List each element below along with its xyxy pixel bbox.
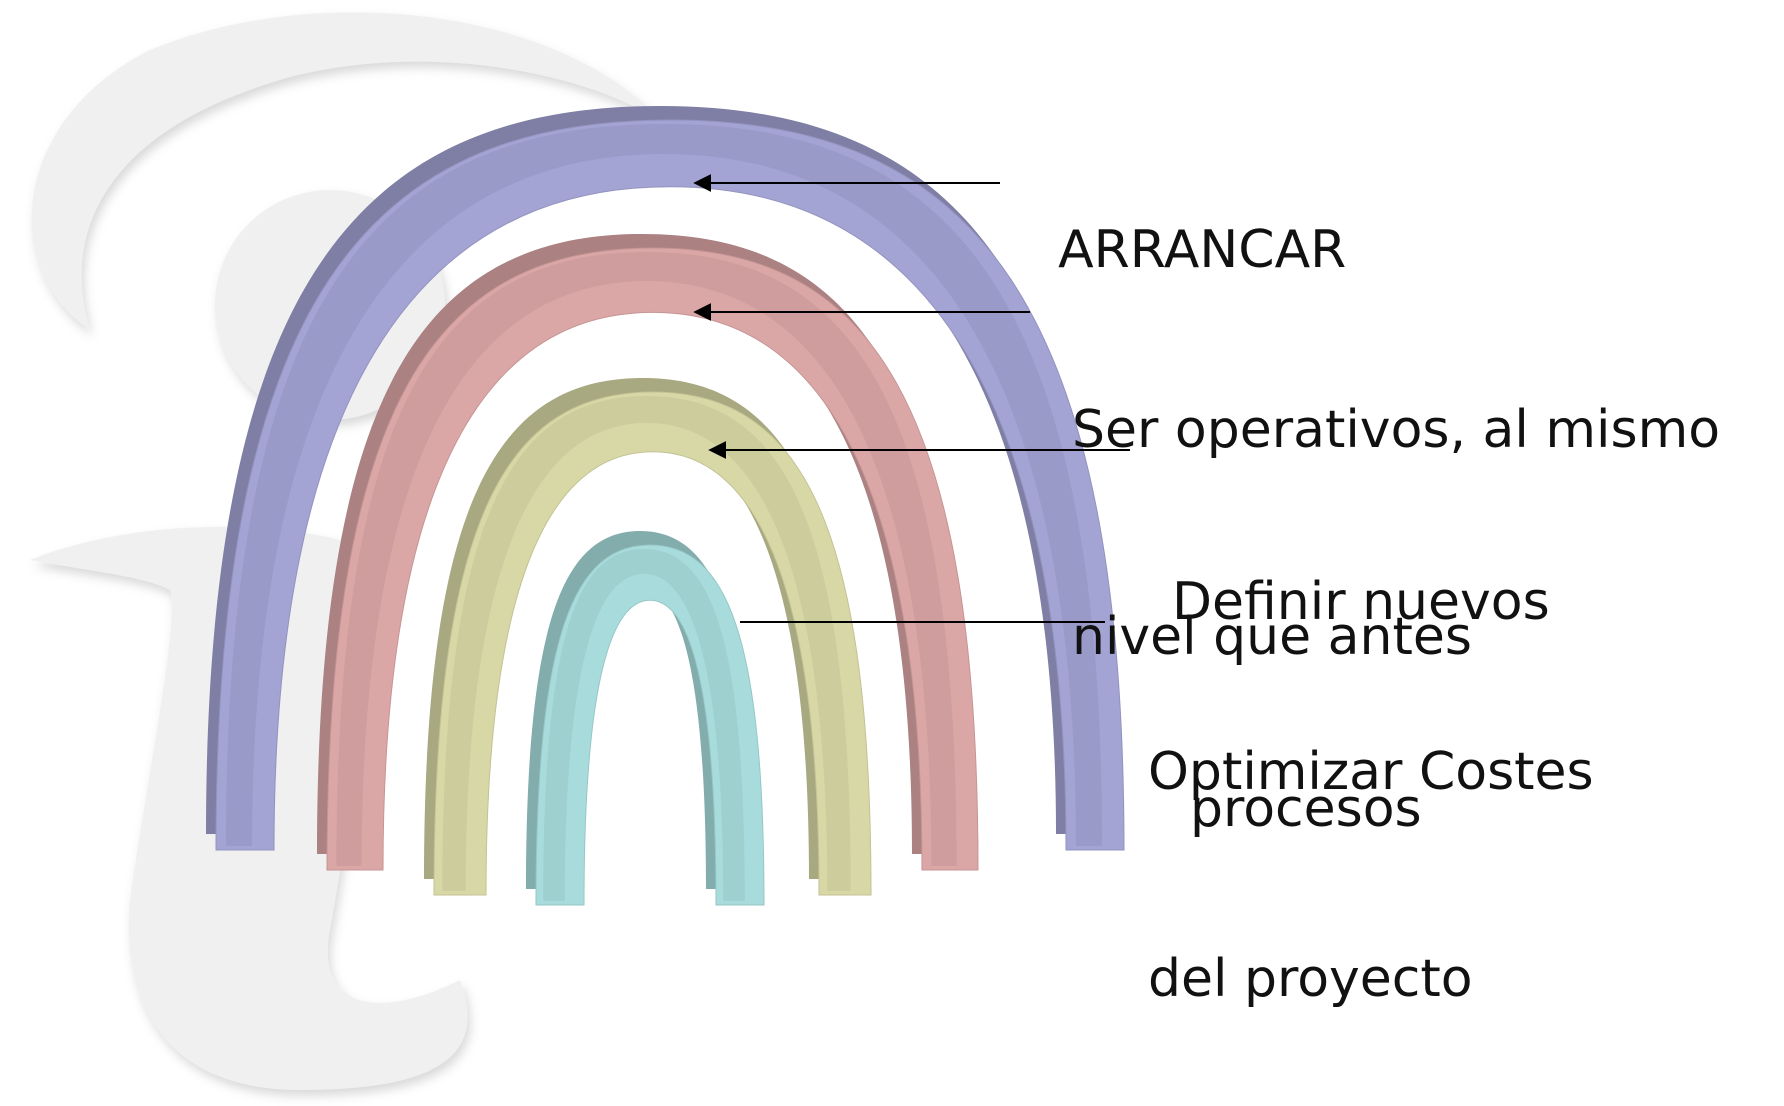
watermark-swoosh (31, 12, 660, 330)
arrows-layer (693, 174, 1130, 623)
label-definir-procesos: Definir nuevos procesos (1172, 430, 1550, 913)
arch-arrancar-face (215, 119, 1125, 851)
arch-definir-procesos-face (433, 391, 872, 896)
label-arrancar-line-1: ARRANCAR (1058, 220, 1347, 280)
arch-definir-procesos (424, 378, 872, 896)
label-optimizar-costes: Optimizar Costes del proyecto (1148, 600, 1594, 1083)
label-definir-procesos-line-1: Definir nuevos (1172, 572, 1550, 632)
label-optimizar-costes-line-2: del proyecto (1148, 949, 1473, 1009)
arch-arrancar (206, 106, 1125, 851)
label-ser-operativos-line-1: Ser operativos, al mismo (1072, 400, 1721, 460)
arch-ser-operativos-face (326, 247, 979, 871)
arch-optimizar-costes (526, 531, 765, 906)
arch-ser-operativos (317, 234, 979, 871)
arches-layer (206, 106, 1125, 906)
label-arrancar: ARRANCAR (1025, 147, 1346, 285)
arch-optimizar-costes-bevel (543, 549, 745, 901)
label-definir-procesos-line-2: procesos (1190, 779, 1422, 839)
label-ser-operativos: Ser operativos, al mismo nivel que antes (1072, 258, 1720, 741)
label-optimizar-costes-line-1: Optimizar Costes (1148, 742, 1594, 802)
label-ser-operativos-line-2: nivel que antes (1072, 607, 1472, 667)
